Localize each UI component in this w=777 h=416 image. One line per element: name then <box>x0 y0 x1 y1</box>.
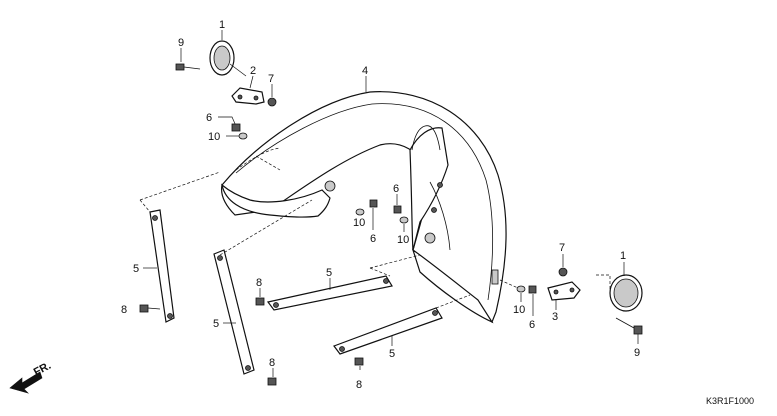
reflector-lower <box>596 262 643 312</box>
callout-10: 10 <box>513 304 525 316</box>
callout-1: 1 <box>620 250 626 262</box>
nut-right <box>558 254 568 277</box>
callout-6: 6 <box>370 233 376 245</box>
diagram-code: K3R1F1000 <box>706 396 754 406</box>
collar-grommet-upper <box>218 116 248 140</box>
callout-7: 7 <box>268 73 274 85</box>
callout-2: 2 <box>250 65 256 77</box>
fender-stay-left <box>143 209 175 323</box>
bolt-lower <box>615 317 643 344</box>
collar-grommet-right <box>499 279 537 316</box>
callout-10: 10 <box>208 131 220 143</box>
bolt-stay-upper <box>255 288 265 306</box>
direction-label: FR. <box>32 360 53 379</box>
callout-6: 6 <box>206 112 212 124</box>
stay-bracket-upper <box>231 75 265 105</box>
callout-5: 5 <box>213 318 219 330</box>
callout-8: 8 <box>269 357 275 369</box>
stay-bracket-right <box>547 281 581 310</box>
callout-10: 10 <box>397 234 409 246</box>
collar-grommet-front <box>393 194 409 232</box>
callout-8: 8 <box>256 277 262 289</box>
bolt-stay-left <box>139 304 161 313</box>
front-direction-arrow: FR. <box>9 360 53 394</box>
reflector-upper <box>209 30 247 77</box>
arrow-icon <box>9 371 43 394</box>
callout-10: 10 <box>353 217 365 229</box>
nut-upper <box>267 84 277 107</box>
fender-stay-center-left <box>213 249 255 375</box>
bolt-stay-lower <box>354 357 364 370</box>
fender-mount-hole <box>424 232 436 244</box>
callout-9: 9 <box>634 347 640 359</box>
fender-mount-hole <box>324 180 336 192</box>
bolt-stay-bottom <box>267 368 277 386</box>
fender-stay-horizontal-lower <box>333 307 443 355</box>
callout-6: 6 <box>393 183 399 195</box>
fender-stay-horizontal-upper <box>266 275 393 311</box>
callout-9: 9 <box>178 37 184 49</box>
front-fender <box>220 91 507 324</box>
collar-grommet-center <box>355 199 378 230</box>
callout-3: 3 <box>552 311 558 323</box>
callout-5: 5 <box>326 267 332 279</box>
callout-numbers: 1 9 2 7 4 6 10 6 10 6 10 5 8 8 5 5 5 8 8… <box>121 19 640 391</box>
callout-6: 6 <box>529 319 535 331</box>
callout-7: 7 <box>559 242 565 254</box>
callout-4: 4 <box>362 65 368 77</box>
callout-1: 1 <box>219 19 225 31</box>
callout-5: 5 <box>133 263 139 275</box>
callout-8: 8 <box>356 379 362 391</box>
callout-5: 5 <box>389 348 395 360</box>
bolt-upper <box>175 48 201 71</box>
callout-8: 8 <box>121 304 127 316</box>
